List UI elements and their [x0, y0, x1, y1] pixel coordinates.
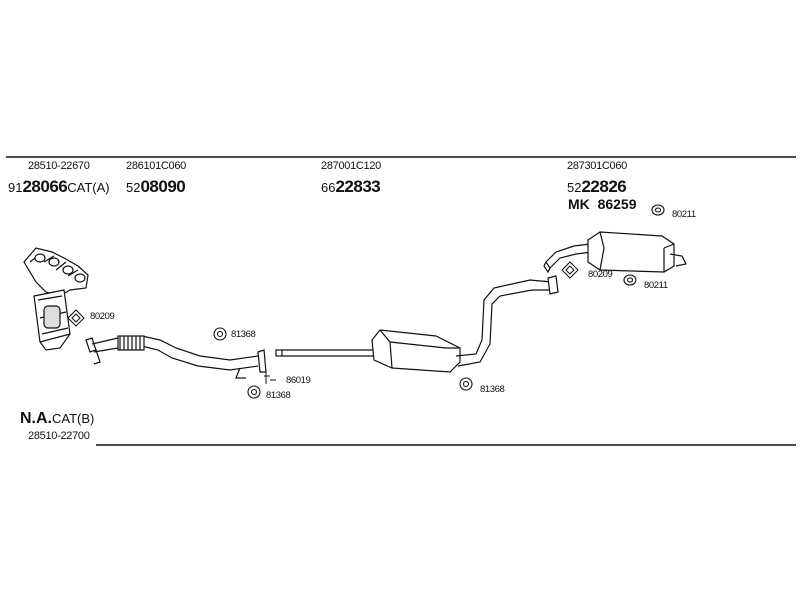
rubber-hanger-icon-80211-a	[651, 204, 665, 216]
group-1-prefix: 91	[8, 180, 23, 195]
na-cat-label: N.A.CAT(B)	[20, 411, 94, 427]
bolt-icon-86019	[264, 372, 276, 384]
rubber-hanger-icon-81368-c	[459, 377, 473, 391]
mk-label: MK	[568, 196, 590, 212]
callout-81368-b: 81368	[266, 390, 291, 401]
rubber-hanger-icon-80211-b	[623, 274, 637, 286]
group-3-prefix: 66	[321, 180, 336, 195]
callout-81368-c: 81368	[480, 384, 505, 395]
na-bold: N.A.	[20, 410, 52, 427]
callout-80209-right: 80209	[588, 269, 613, 280]
group-2-prefix: 52	[126, 180, 141, 195]
callout-86019: 86019	[286, 375, 311, 386]
callout-80211-b: 80211	[644, 280, 668, 291]
group-1-reference: 9128066CAT(A)	[8, 178, 110, 196]
rubber-hanger-icon-81368-b	[247, 385, 261, 399]
group-4-reference: 5222826	[567, 177, 627, 196]
group-3-part-number: 287001C120	[321, 160, 382, 172]
mk-ref: 86259	[597, 196, 637, 212]
exhaust-manifold-catalyst	[23, 247, 89, 351]
center-pipe-muffler	[275, 275, 559, 373]
na-cat-part-number: 28510-22700	[28, 430, 90, 442]
front-pipe	[85, 335, 267, 379]
group-1-ref: 28066	[22, 177, 68, 196]
group-4-part-number: 287301C060	[567, 160, 628, 172]
group-1-suffix: CAT(A)	[67, 180, 110, 195]
group-2-reference: 5208090	[126, 177, 186, 196]
group-3-reference: 6622833	[321, 177, 381, 196]
gasket-icon-80209-left	[67, 309, 85, 327]
rubber-hanger-icon-81368-a	[213, 327, 227, 341]
callout-81368-a: 81368	[231, 329, 256, 340]
group-1-part-number: 28510-22670	[28, 160, 90, 172]
callout-80209-left: 80209	[90, 311, 115, 322]
group-4-prefix: 52	[567, 180, 582, 195]
group-4-ref: 22826	[581, 177, 627, 196]
rear-muffler	[543, 231, 687, 274]
group-2-part-number: 286101C060	[126, 160, 187, 172]
mk-reference: MK 86259	[568, 197, 637, 211]
callout-80211-a: 80211	[672, 209, 696, 220]
gasket-icon-80209-right	[561, 261, 579, 279]
na-cat: CAT(B)	[52, 411, 95, 426]
group-2-ref: 08090	[140, 177, 186, 196]
group-3-ref: 22833	[335, 177, 381, 196]
